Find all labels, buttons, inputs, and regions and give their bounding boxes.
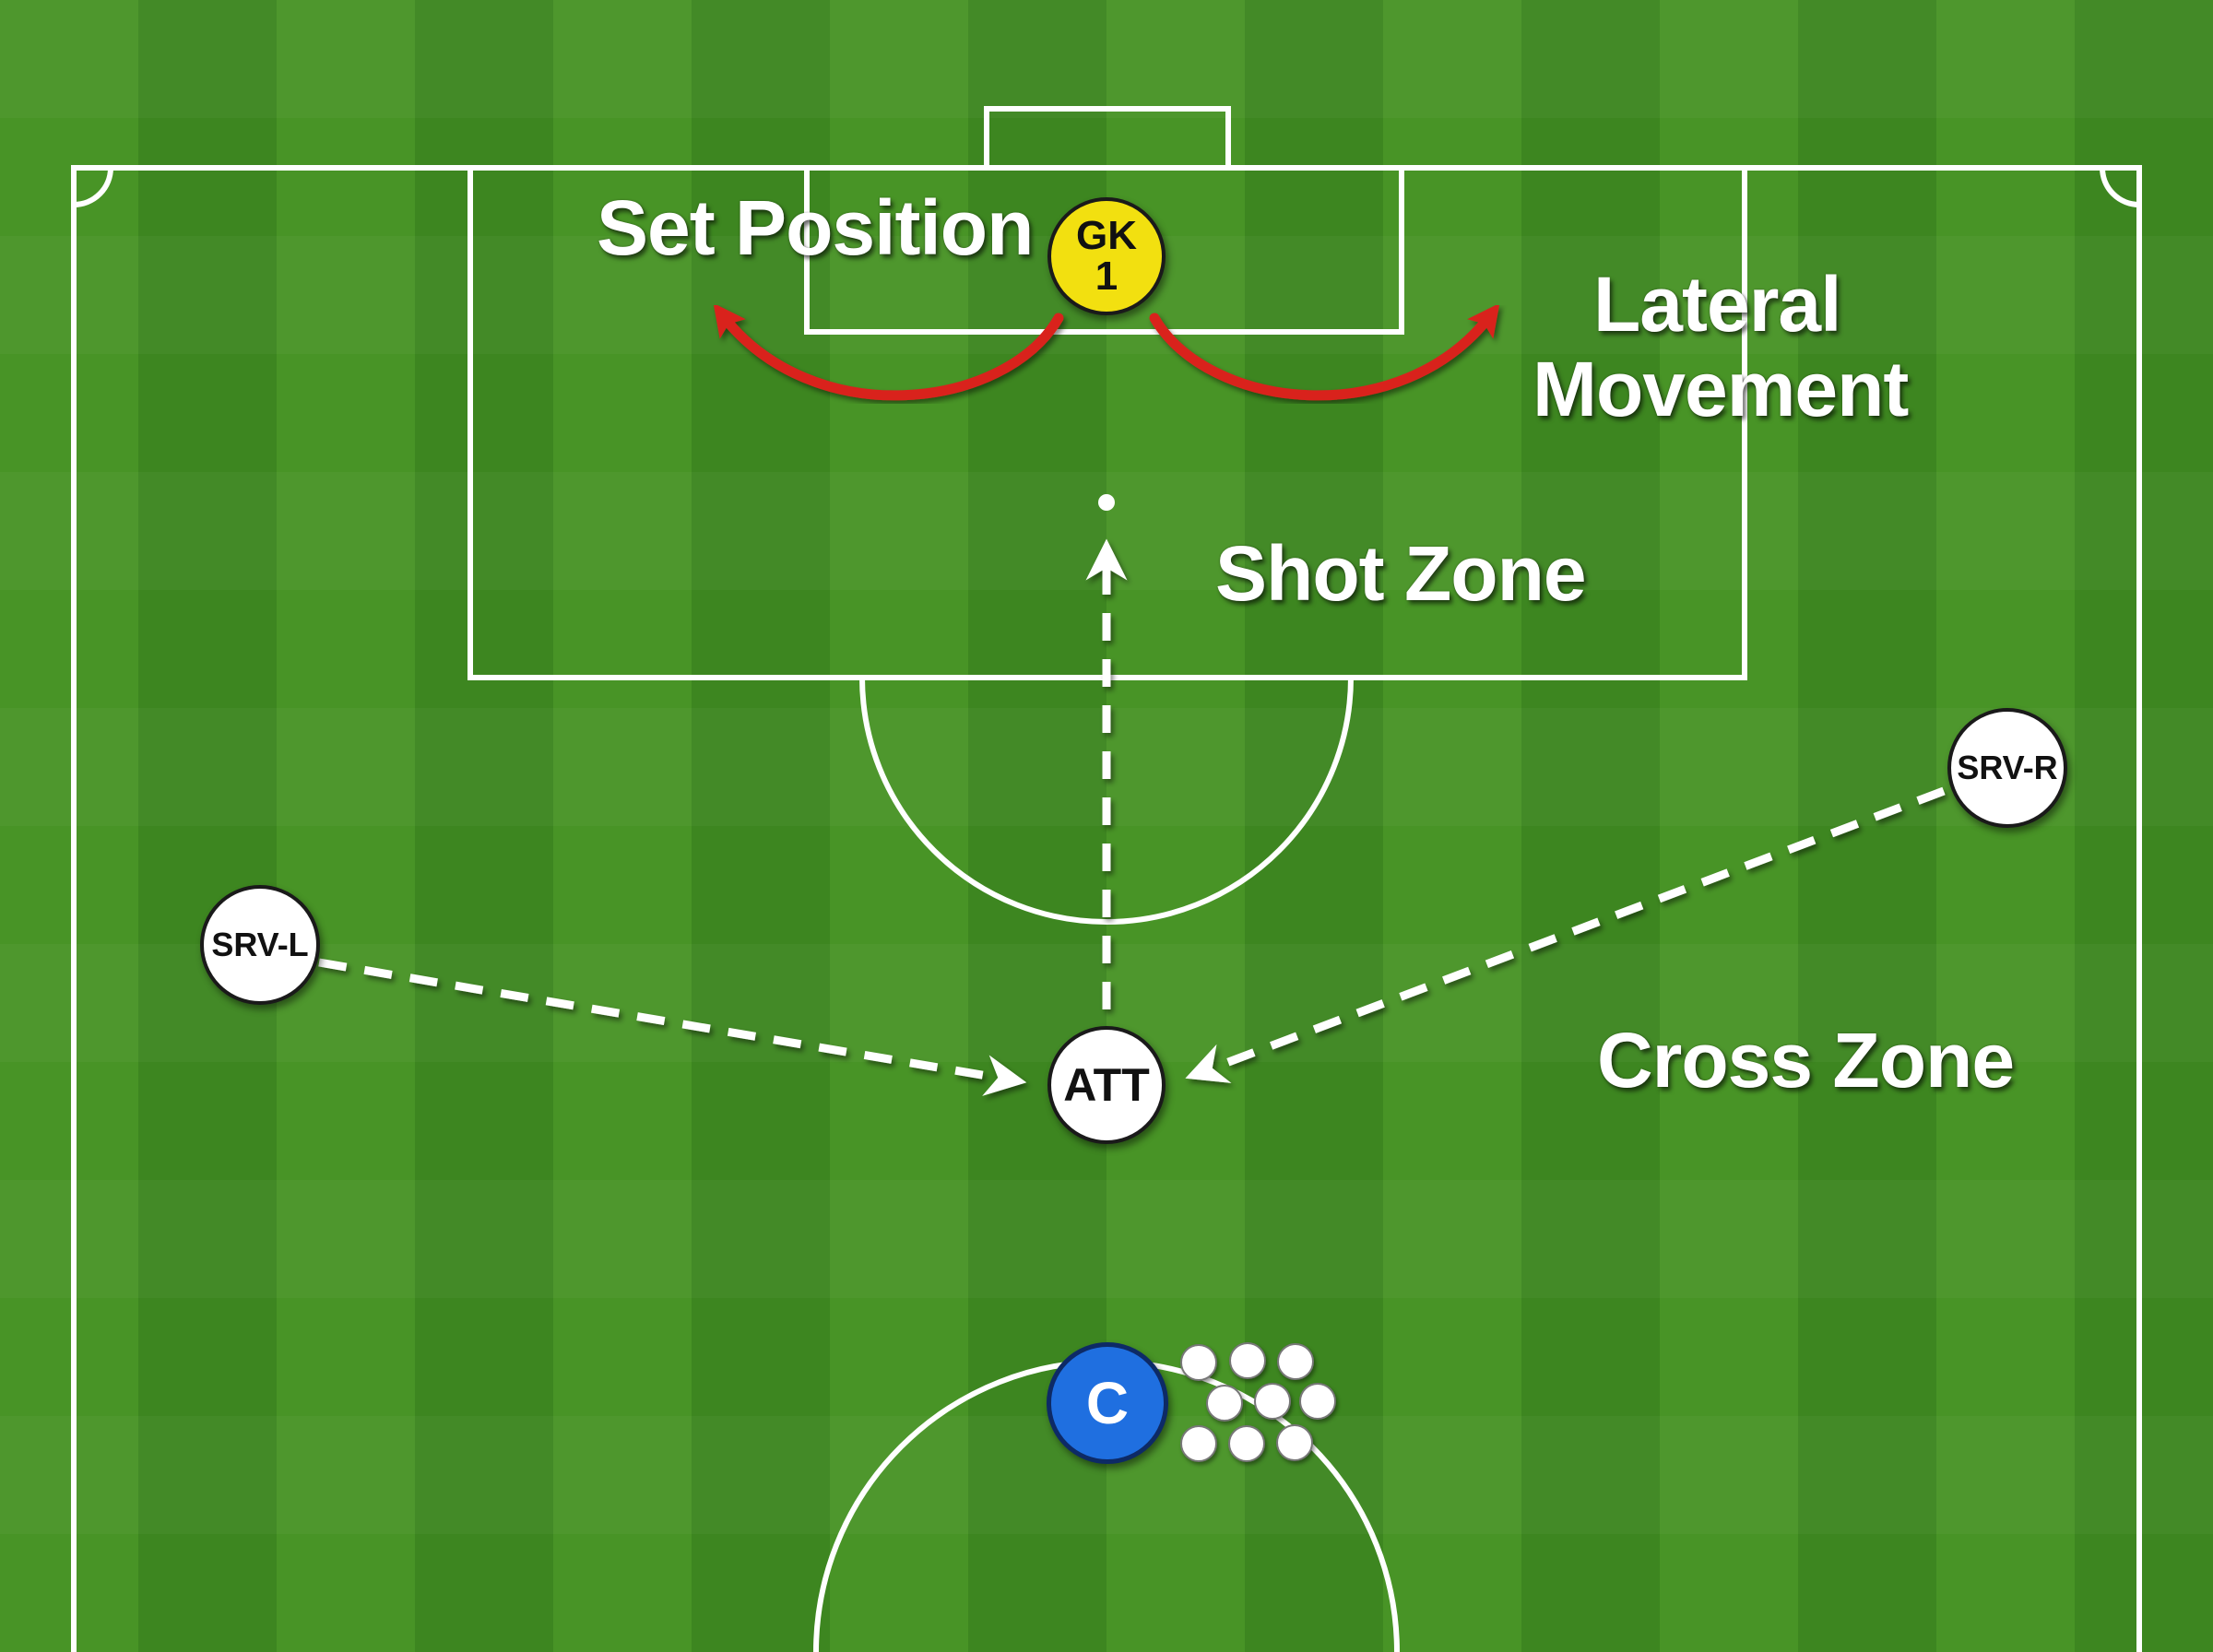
soccer-ball-icon — [1254, 1383, 1291, 1420]
attacker-marker: ATT — [1047, 1026, 1166, 1144]
server-left-label: SRV-L — [211, 926, 309, 963]
penalty-arc — [859, 677, 1354, 925]
attacker-label: ATT — [1063, 1059, 1150, 1111]
soccer-ball-icon — [1228, 1425, 1265, 1462]
lateral-arrow-left — [713, 302, 1064, 401]
pass-right-to-attacker — [1185, 786, 1946, 1083]
corner-arc-right — [2100, 167, 2140, 207]
soccer-ball-icon — [1299, 1383, 1336, 1420]
soccer-ball-icon — [1206, 1385, 1243, 1422]
soccer-ball-icon — [1180, 1344, 1217, 1381]
pass-lines — [318, 538, 1946, 1096]
coach-marker: C — [1047, 1342, 1168, 1464]
cross-zone-label: Cross Zone — [1597, 1017, 2015, 1103]
penalty-spot — [1098, 494, 1115, 511]
shot-zone-label: Shot Zone — [1215, 530, 1587, 617]
soccer-ball-icon — [1180, 1425, 1217, 1462]
soccer-ball-icon — [1229, 1342, 1266, 1379]
soccer-ball-icon — [1276, 1424, 1313, 1461]
goalkeeper-label-number: 1 — [1095, 254, 1118, 299]
corner-arc-left — [73, 167, 113, 207]
lateral-arrow-right — [1149, 302, 1500, 401]
soccer-ball-icon — [1277, 1343, 1314, 1380]
server-right-label: SRV-R — [1957, 749, 2058, 786]
goal — [984, 106, 1231, 171]
server-right-marker: SRV-R — [1947, 708, 2067, 828]
coach-label: C — [1085, 1370, 1130, 1436]
server-left-marker: SRV-L — [200, 885, 320, 1005]
pass-left-to-attacker — [318, 958, 1027, 1096]
goalkeeper-label-top: GK — [1076, 213, 1137, 258]
lateral-movement-label-line1: Lateral — [1593, 261, 1841, 348]
goalkeeper-marker: GK 1 — [1047, 197, 1166, 315]
set-position-label: Set Position — [597, 184, 1034, 271]
lateral-movement-label-line2: Movement — [1533, 346, 1909, 432]
lateral-movement-arrows — [713, 302, 1500, 401]
